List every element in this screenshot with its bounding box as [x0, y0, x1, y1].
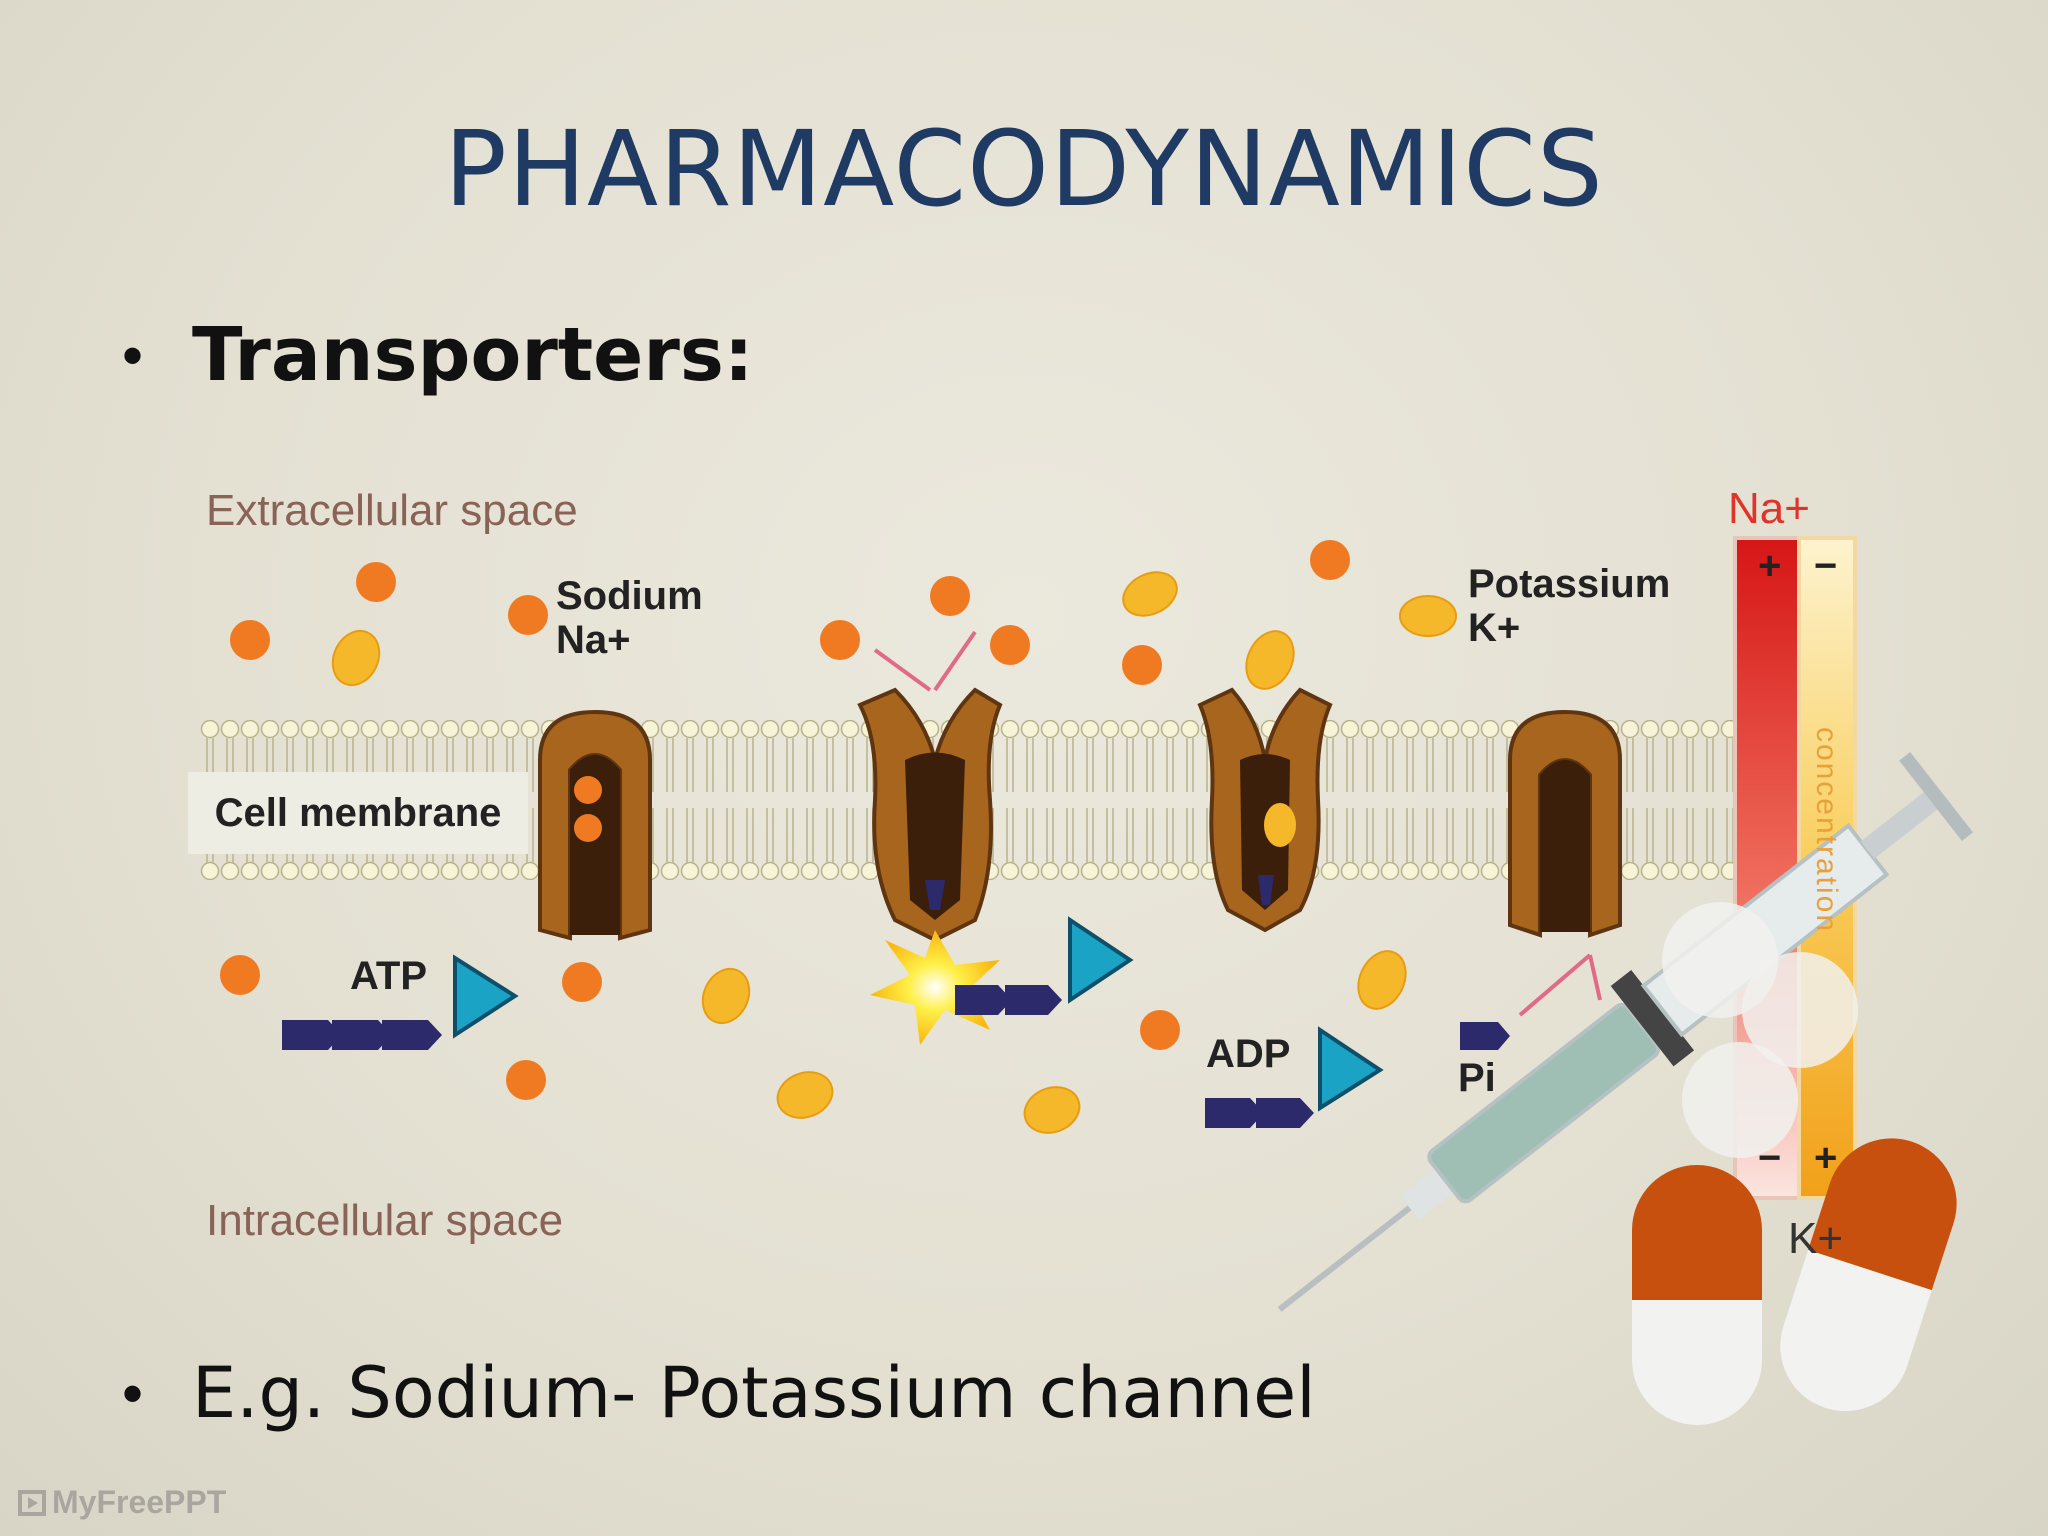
capsule-pill-1b: [1632, 1165, 1762, 1425]
transporter-protein-1: [538, 709, 652, 941]
atp-molecule-2: [955, 916, 1134, 1015]
cell-membrane-label: Cell membrane: [188, 772, 528, 854]
capsule-pill-2: [1780, 1138, 1957, 1412]
sodium-symbol: Na+: [556, 618, 631, 662]
watermark: MyFreePPT: [18, 1484, 226, 1521]
gradient-sign-top-right: −: [1814, 544, 1838, 588]
example-text: E.g. Sodium- Potassium channel: [192, 1352, 1316, 1434]
bullet-dot-2: •: [122, 1359, 144, 1427]
adp-molecule: [1205, 1026, 1384, 1128]
gradient-bottom-label: K+: [1788, 1214, 1844, 1263]
phosphate-molecule: [1460, 1022, 1510, 1050]
potassium-symbol: K+: [1468, 606, 1521, 650]
sodium-label: Sodium Na+: [556, 574, 703, 662]
bullet-heading: Transporters:: [192, 312, 754, 398]
transporter-protein-2: [857, 687, 1003, 943]
potassium-name: Potassium: [1468, 562, 1671, 606]
example-bullet: • E.g. Sodium- Potassium channel: [122, 1352, 1316, 1434]
heading-bullet: • Transporters:: [122, 312, 754, 398]
extracellular-space-label: Extracellular space: [206, 486, 578, 535]
transporter-protein-4: [1508, 709, 1622, 938]
phosphate-label: Pi: [1458, 1056, 1496, 1100]
gradient-sign-top-left: +: [1758, 544, 1782, 588]
bullet-dot: •: [122, 321, 144, 389]
watermark-text: MyFreePPT: [52, 1484, 227, 1520]
play-icon: [18, 1489, 46, 1516]
slide-title: PHARMACODYNAMICS: [444, 108, 1604, 230]
energy-spark: [870, 930, 1000, 1045]
white-tablets: [1662, 902, 1858, 1158]
sodium-name: Sodium: [556, 574, 703, 618]
gradient-top-label: Na+: [1728, 484, 1810, 533]
transporter-protein-3: [1197, 687, 1333, 933]
atp-label: ATP: [350, 954, 428, 998]
release-arrows: [873, 630, 1602, 1017]
atp-molecule: [282, 954, 519, 1050]
gradient-sign-bottom-left: −: [1758, 1136, 1782, 1180]
intracellular-space-label: Intracellular space: [206, 1196, 564, 1245]
potassium-label: Potassium K+: [1468, 562, 1670, 650]
sodium-ions: [220, 540, 1350, 1100]
adp-label: ADP: [1206, 1032, 1291, 1076]
gradient-vertical-label: concentration: [1810, 726, 1843, 934]
gradient-sign-bottom-right: +: [1814, 1136, 1838, 1180]
